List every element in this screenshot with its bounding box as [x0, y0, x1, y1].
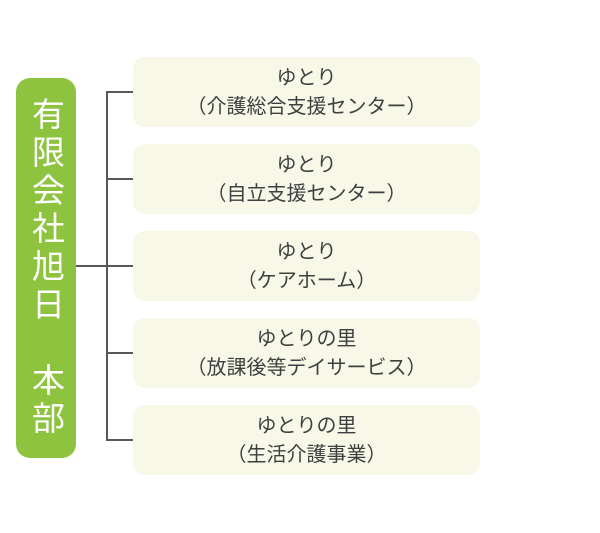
unit-name: ゆとりの里 — [256, 413, 357, 437]
unit-name: ゆとり — [276, 65, 337, 89]
unit-box-hokago-day-service: ゆとりの里 （放課後等デイサービス） — [133, 318, 480, 388]
unit-subtitle: （ケアホーム） — [236, 268, 377, 292]
headquarters-box: 有限会社旭日 本部 — [16, 78, 76, 458]
unit-box-seikatsu-kaigo: ゆとりの里 （生活介護事業） — [133, 405, 480, 475]
unit-box-jiritsu-shien-center: ゆとり （自立支援センター） — [133, 144, 480, 214]
headquarters-label: 有限会社旭日 本部 — [26, 97, 66, 439]
unit-subtitle: （自立支援センター） — [206, 181, 407, 205]
unit-subtitle: （生活介護事業） — [226, 442, 387, 466]
unit-box-kaigo-sogo-shien-center: ゆとり （介護総合支援センター） — [133, 57, 480, 127]
unit-name: ゆとり — [276, 239, 337, 263]
unit-name: ゆとりの里 — [256, 326, 357, 350]
unit-subtitle: （介護総合支援センター） — [186, 94, 427, 118]
unit-subtitle: （放課後等デイサービス） — [186, 355, 427, 379]
unit-name: ゆとり — [276, 152, 337, 176]
unit-box-care-home: ゆとり （ケアホーム） — [133, 231, 480, 301]
